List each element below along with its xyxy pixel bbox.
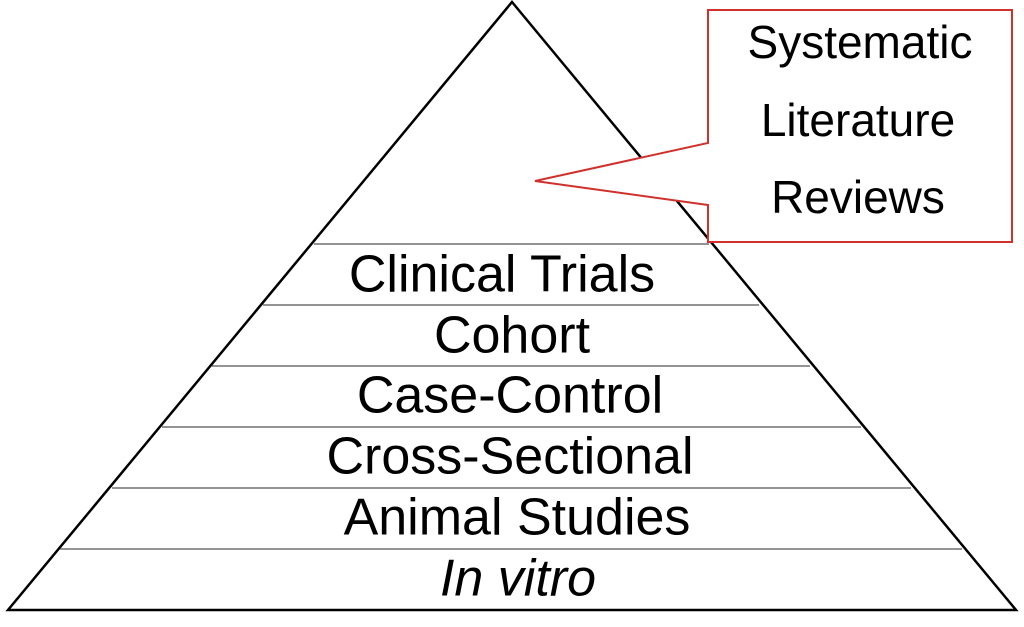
callout-line-1: Systematic xyxy=(748,16,973,68)
tier-label-case-control: Case-Control xyxy=(357,367,663,425)
callout-line-2: Literature xyxy=(761,94,955,146)
tier-dividers xyxy=(60,243,962,550)
systematic-reviews-callout: Systematic Literature Reviews xyxy=(534,9,1013,243)
tier-label-in-vitro: In vitro xyxy=(440,550,596,608)
tier-label-cross-sectional: Cross-Sectional xyxy=(326,428,693,486)
pyramid-outline xyxy=(5,0,1019,612)
tier-label-cohort: Cohort xyxy=(434,307,591,365)
callout-line-3: Reviews xyxy=(771,171,945,223)
tier-label-clinical-trials: Clinical Trials xyxy=(349,246,655,304)
callout-border xyxy=(534,9,1013,243)
tier-label-animal-studies: Animal Studies xyxy=(344,489,691,547)
tier-labels: Clinical Trials Cohort Case-Control Cros… xyxy=(326,246,693,608)
